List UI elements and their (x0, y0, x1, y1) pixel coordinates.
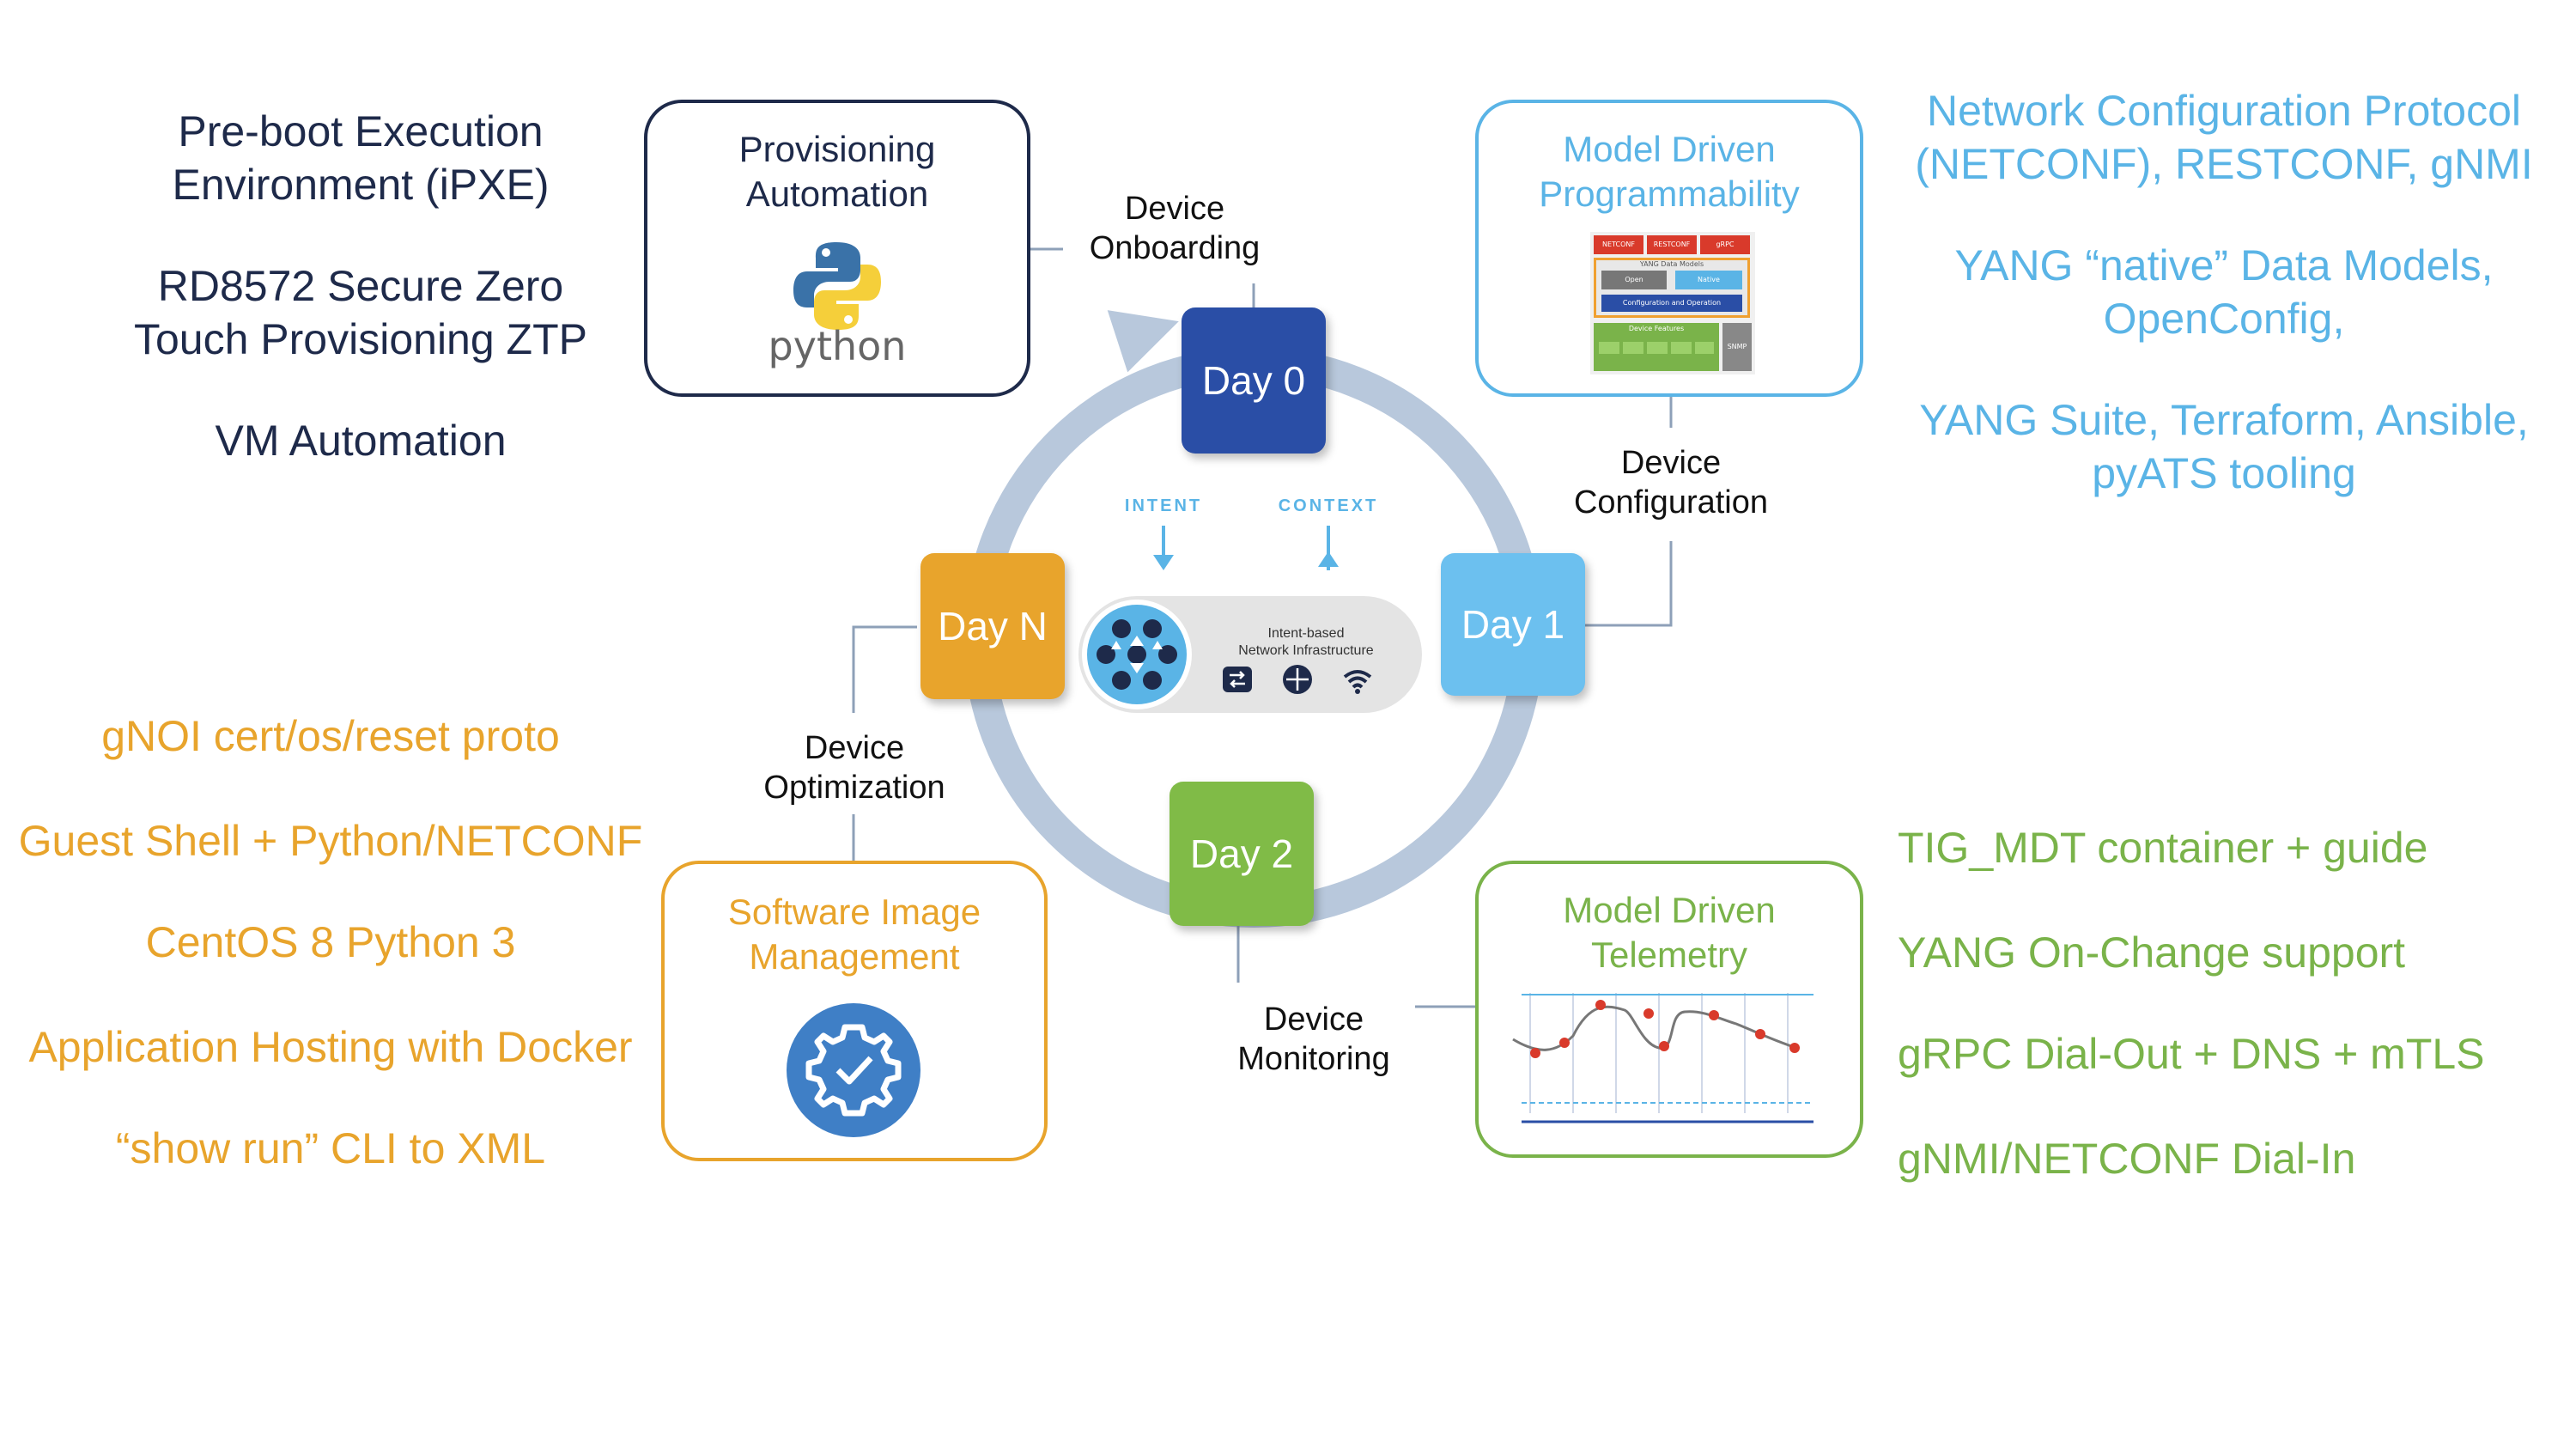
stack-grpc: gRPC (1700, 235, 1750, 254)
day2-box: Day 2 (1170, 782, 1314, 926)
software-card: Software Image Management (661, 861, 1048, 1161)
telemetry-title: Model Driven Telemetry (1479, 888, 1860, 977)
note-line: RD8572 Secure Zero (157, 262, 564, 310)
phase-onboarding: Device Onboarding (1089, 189, 1261, 268)
note-line: Application Hosting with Docker (28, 1023, 633, 1071)
phase-label-line: Onboarding (1089, 230, 1261, 266)
stack-open: Open (1601, 271, 1667, 289)
note-line: (NETCONF), RESTCONF, gNMI (1915, 140, 2533, 188)
phase-monitoring: Device Monitoring (1219, 1000, 1408, 1079)
phase-label-line: Device (1263, 1002, 1364, 1038)
ibn-pill: Intent-based Network Infrastructure (1078, 596, 1422, 713)
note-line: “show run” CLI to XML (115, 1124, 546, 1172)
stack-features: Device Features (1594, 323, 1719, 371)
day0-box: Day 0 (1182, 307, 1326, 454)
note-line: VM Automation (215, 417, 507, 465)
phase-label-line: Configuration (1573, 484, 1769, 521)
stack-features-label: Device Features (1628, 325, 1685, 332)
note-line: gNOI cert/os/reset proto (101, 712, 560, 760)
provisioning-title: Provisioning Automation (647, 127, 1027, 216)
gear-check-icon (787, 1003, 920, 1137)
stack-feature-block (1671, 342, 1692, 354)
note-line: Touch Provisioning ZTP (133, 315, 587, 363)
ibn-label-line: Network Infrastructure (1238, 643, 1374, 658)
phase-label-line: Device (804, 730, 905, 766)
note-line: CentOS 8 Python 3 (145, 918, 516, 966)
phase-label-line: Device (1124, 191, 1225, 227)
intent-label: INTENT (1124, 496, 1203, 515)
card-title-line: Telemetry (1590, 935, 1748, 975)
switch-icon (1223, 667, 1252, 692)
phase-label-line: Device (1620, 445, 1722, 481)
phase-optimization: Device Optimization (738, 728, 970, 807)
stack-netconf: NETCONF (1594, 235, 1643, 254)
software-title: Software Image Management (665, 890, 1044, 979)
network-nodes-icon (1082, 600, 1192, 709)
note-line: Network Configuration Protocol (1927, 87, 2521, 135)
note-line: YANG “native” Data Models, (1954, 241, 2494, 289)
programmability-card: Model Driven Programmability NETCONF RES… (1475, 100, 1863, 397)
dayn-box: Day N (920, 553, 1065, 699)
note-line: OpenConfig, (2103, 295, 2345, 343)
note-line: Environment (iPXE) (172, 161, 550, 209)
provisioning-card: Provisioning Automation python (644, 100, 1030, 397)
card-title-line: Software Image (727, 892, 981, 932)
ibn-label-line: Intent-based (1267, 626, 1345, 641)
day1-notes: Network Configuration Protocol (NETCONF)… (1889, 84, 2559, 500)
phase-label-line: Monitoring (1237, 1041, 1390, 1077)
router-icon (1283, 665, 1312, 694)
python-logo-text: python (768, 323, 907, 369)
card-title-line: Model Driven (1563, 129, 1776, 169)
card-title-line: Model Driven (1563, 890, 1776, 930)
phase-configuration: Device Configuration (1559, 443, 1783, 522)
note-line: gNMI/NETCONF Dial-In (1898, 1135, 2356, 1183)
stack-yang-label: YANG Data Models (1639, 260, 1704, 268)
note-line: Pre-boot Execution (178, 107, 544, 155)
stack-feature-block (1623, 342, 1643, 354)
wifi-icon (1343, 670, 1372, 694)
day1-box: Day 1 (1441, 553, 1585, 696)
note-line: Guest Shell + Python/NETCONF (18, 817, 643, 865)
stack-feature-block (1695, 342, 1714, 354)
note-line: pyATS tooling (2092, 449, 2356, 497)
ibn-label: Intent-based Network Infrastructure (1207, 625, 1405, 660)
card-title-line: Automation (745, 174, 929, 214)
note-line: TIG_MDT container + guide (1898, 824, 2428, 872)
note-line: YANG Suite, Terraform, Ansible, (1919, 396, 2529, 444)
stack-snmp: SNMP (1722, 323, 1752, 371)
context-label: CONTEXT (1278, 496, 1379, 515)
stack-feature-block (1647, 342, 1668, 354)
telemetry-chart-icon (1512, 993, 1814, 1123)
api-stack-diagram: NETCONF RESTCONF gRPC YANG Data Models O… (1590, 232, 1755, 374)
programmability-title: Model Driven Programmability (1479, 127, 1860, 216)
telemetry-card: Model Driven Telemetry (1475, 861, 1863, 1158)
stack-native: Native (1675, 271, 1742, 289)
card-title-line: Management (749, 936, 960, 977)
python-logo-icon (793, 242, 881, 330)
stack-config: Configuration and Operation (1601, 295, 1742, 312)
day2-notes: TIG_MDT container + guide YANG On-Change… (1898, 821, 2550, 1185)
stack-feature-block (1599, 342, 1619, 354)
stack-restconf: RESTCONF (1647, 235, 1697, 254)
note-line: YANG On-Change support (1898, 928, 2406, 977)
stack-yang-box: YANG Data Models Open Native Configurati… (1594, 258, 1750, 318)
day0-notes: Pre-boot Execution Environment (iPXE) RD… (86, 105, 635, 467)
phase-label-line: Optimization (763, 770, 945, 806)
card-title-line: Programmability (1539, 174, 1800, 214)
dayn-notes: gNOI cert/os/reset proto Guest Shell + P… (0, 709, 661, 1175)
card-title-line: Provisioning (738, 129, 936, 169)
note-line: gRPC Dial-Out + DNS + mTLS (1898, 1030, 2485, 1078)
